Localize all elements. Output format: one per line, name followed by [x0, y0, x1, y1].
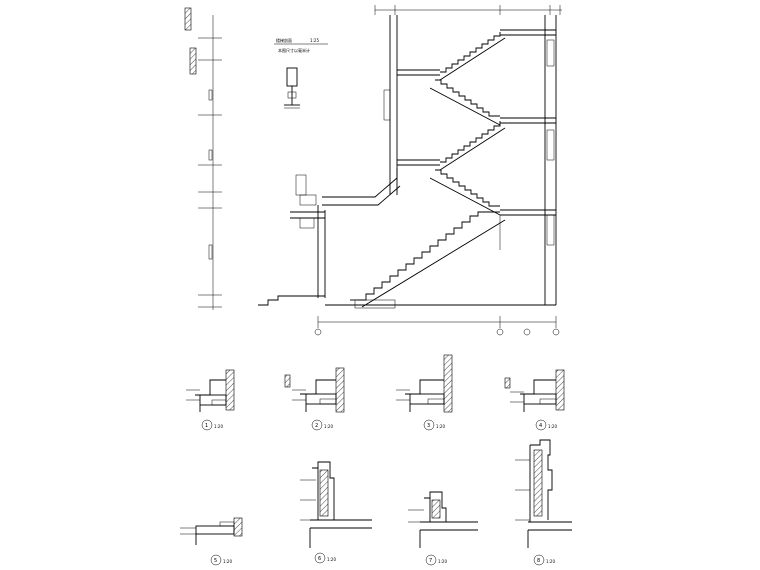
detail-number: 8 — [537, 558, 540, 564]
detail-scale: 1:20 — [548, 424, 557, 429]
detail-bubble — [533, 554, 545, 566]
detail-scale: 1:20 — [223, 559, 232, 564]
axis-bubble — [552, 328, 560, 336]
detail-scale: 1:20 — [214, 424, 223, 429]
detail-bubble — [201, 419, 213, 431]
section-scale: 1:25 — [310, 38, 319, 43]
detail-8: 8 1:20 — [515, 439, 572, 566]
detail-scale: 1:20 — [324, 424, 333, 429]
section-title: 楼梯剖面 — [276, 37, 292, 43]
detail-6: 6 1:20 — [300, 461, 372, 564]
elevation-scale-marker — [184, 7, 192, 31]
section-title-block: 楼梯剖面 1:25 本图尺寸以毫米计 — [274, 37, 328, 109]
elevation-scale — [184, 7, 222, 310]
detail-number: 1 — [205, 423, 208, 429]
axis-bubble — [314, 328, 322, 336]
detail-number: 3 — [427, 423, 430, 429]
detail-bubble — [210, 554, 222, 566]
detail-number: 6 — [318, 556, 321, 562]
detail-7: 7 1:20 — [408, 491, 478, 566]
detail-number: 4 — [539, 423, 542, 429]
elevation-scale-marker — [189, 47, 197, 75]
detail-scale: 1:20 — [436, 424, 445, 429]
detail-scale: 1:20 — [546, 559, 555, 564]
detail-bubble — [314, 552, 326, 564]
detail-3: 3 1:20 — [396, 354, 453, 431]
detail-bubble — [535, 419, 547, 431]
detail-5: 5 1:20 — [180, 517, 243, 566]
detail-4: 4 1:20 — [504, 369, 565, 431]
axis-bubble — [496, 328, 504, 336]
detail-bubble — [423, 419, 435, 431]
detail-1: 1 1:20 — [186, 369, 235, 431]
staircase-section — [258, 5, 562, 336]
detail-2: 2 1:20 — [284, 367, 345, 431]
detail-scale: 1:20 — [438, 559, 447, 564]
detail-scale: 1:20 — [327, 557, 336, 562]
detail-number: 5 — [214, 558, 217, 564]
detail-number: 2 — [315, 423, 318, 429]
detail-bubble — [425, 554, 437, 566]
axis-bubble — [523, 328, 531, 336]
section-note: 本图尺寸以毫米计 — [278, 47, 310, 53]
detail-number: 7 — [429, 558, 432, 564]
detail-bubble — [311, 419, 323, 431]
